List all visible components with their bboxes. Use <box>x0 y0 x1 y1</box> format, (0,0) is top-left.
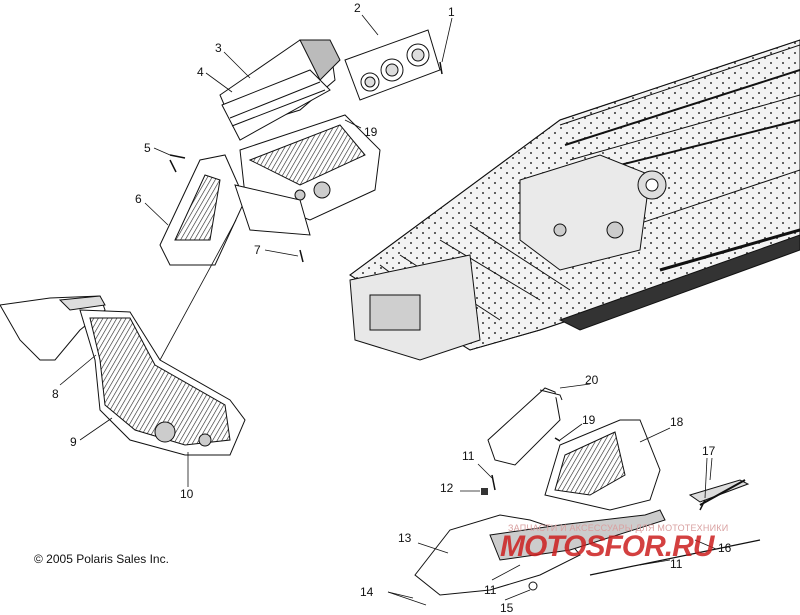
screw-7 <box>299 249 304 263</box>
callout-12: 12 <box>440 481 454 495</box>
callout-6: 6 <box>135 192 142 206</box>
watermark-logo: MOTOSFOR.RU <box>500 530 714 563</box>
watermark-tagline: ЗАПЧАСТИ И АКСЕССУАРЫ ДЛЯ МОТОТЕХНИКИ <box>508 523 729 533</box>
callout-8: 8 <box>52 387 59 401</box>
callout-3: 3 <box>215 41 222 55</box>
callout-17: 17 <box>702 444 716 458</box>
callout-9: 9 <box>70 435 77 449</box>
callout-11-middle: 11 <box>484 583 497 597</box>
copyright-text: © 2005 Polaris Sales Inc. <box>34 552 169 566</box>
callout-16: 16 <box>718 541 732 555</box>
screw-5b <box>169 159 177 173</box>
screw-5a <box>169 154 186 159</box>
callout-10: 10 <box>180 487 194 501</box>
cover-20 <box>487 387 563 466</box>
callout-11-upper: 11 <box>462 449 475 463</box>
lower-skid <box>414 479 761 596</box>
callouts: 1 2 3 4 5 6 7 8 9 10 19 20 19 18 11 12 1… <box>52 1 732 615</box>
dash-top <box>219 39 341 141</box>
callout-5: 5 <box>144 141 151 155</box>
belly-pan <box>0 295 246 456</box>
screw-17 <box>699 499 706 511</box>
callout-4: 4 <box>197 65 204 79</box>
callout-19-upper: 19 <box>364 125 378 139</box>
leader-lines <box>59 14 717 606</box>
side-panel-left <box>159 154 311 266</box>
chassis-frame <box>349 39 800 361</box>
callout-18: 18 <box>670 415 684 429</box>
washer-15 <box>528 581 538 591</box>
gauge-bezel <box>344 29 441 101</box>
callout-19-lower: 19 <box>582 413 596 427</box>
callout-14: 14 <box>360 585 374 599</box>
callout-20: 20 <box>585 373 599 387</box>
callout-2: 2 <box>354 1 361 15</box>
callout-7: 7 <box>254 243 261 257</box>
nut-12 <box>481 488 488 495</box>
callout-15: 15 <box>500 601 514 615</box>
callout-1: 1 <box>448 5 455 19</box>
callout-11-right: 11 <box>670 557 683 571</box>
screw-19b <box>554 437 561 442</box>
screw-11a <box>491 474 496 491</box>
screw-1 <box>439 61 443 75</box>
storage-bin-18 <box>544 419 661 511</box>
callout-13: 13 <box>398 531 412 545</box>
